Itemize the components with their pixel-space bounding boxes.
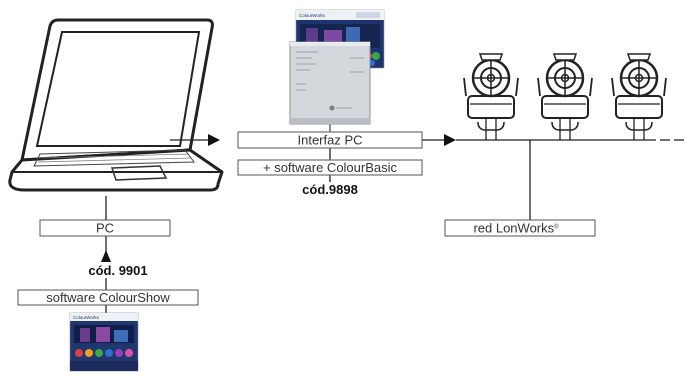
network-box: red LonWorks® bbox=[444, 219, 596, 237]
interface-label: Interfaz PC bbox=[297, 133, 362, 148]
colourshow-software-label: software ColourShow bbox=[46, 290, 170, 305]
registered-mark: ® bbox=[554, 224, 559, 231]
interface-software-label: + software ColourBasic bbox=[263, 160, 398, 175]
network-label: red LonWorks® bbox=[473, 221, 559, 236]
interface-software-box: + software ColourBasic bbox=[237, 159, 423, 176]
colourshow-cover-image: ColourWorks bbox=[69, 312, 139, 372]
luminaire-icon bbox=[610, 52, 668, 142]
arrow-right-icon bbox=[444, 134, 456, 146]
interface-code: cód.9898 bbox=[302, 182, 358, 197]
luminaire-icon bbox=[462, 52, 520, 142]
colourshow-code: cód. 9901 bbox=[88, 263, 147, 278]
interface-box: Interfaz PC bbox=[237, 131, 423, 149]
pc-box: PC bbox=[39, 219, 171, 237]
cover-brand: ColourWorks bbox=[73, 315, 100, 320]
arrow-up-icon bbox=[101, 250, 111, 262]
laptop-icon bbox=[8, 18, 224, 192]
luminaire-icon bbox=[536, 52, 594, 142]
pc-label: PC bbox=[96, 221, 114, 236]
interface-device-image bbox=[289, 41, 371, 125]
colourshow-software-box: software ColourShow bbox=[17, 289, 199, 306]
arrow-right-icon bbox=[208, 134, 220, 146]
cover-brand: ColourWorks bbox=[299, 13, 326, 18]
connection-lines bbox=[101, 124, 684, 313]
